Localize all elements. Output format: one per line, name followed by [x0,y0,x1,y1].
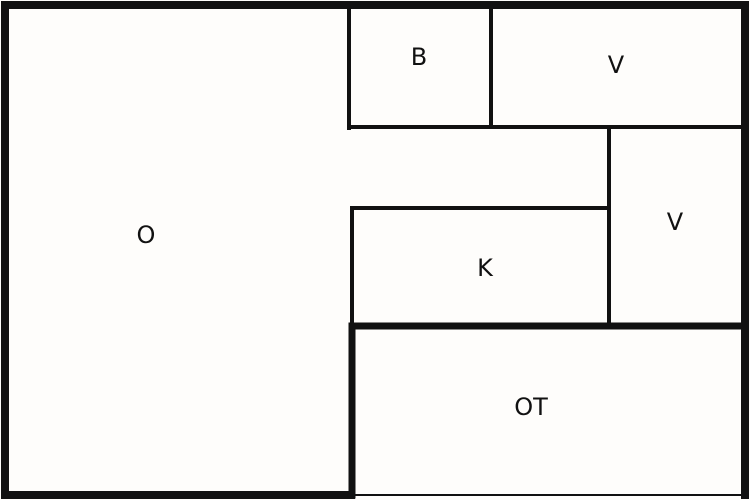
outer-wall-left-bottom [1,1,355,499]
room-label-v-top: V [608,51,625,79]
room-label-ot: OT [514,393,548,421]
room-label-k: K [477,254,494,282]
room-label-b: B [411,43,427,71]
room-label-o: O [137,221,156,249]
room-label-v-right: V [667,208,684,236]
